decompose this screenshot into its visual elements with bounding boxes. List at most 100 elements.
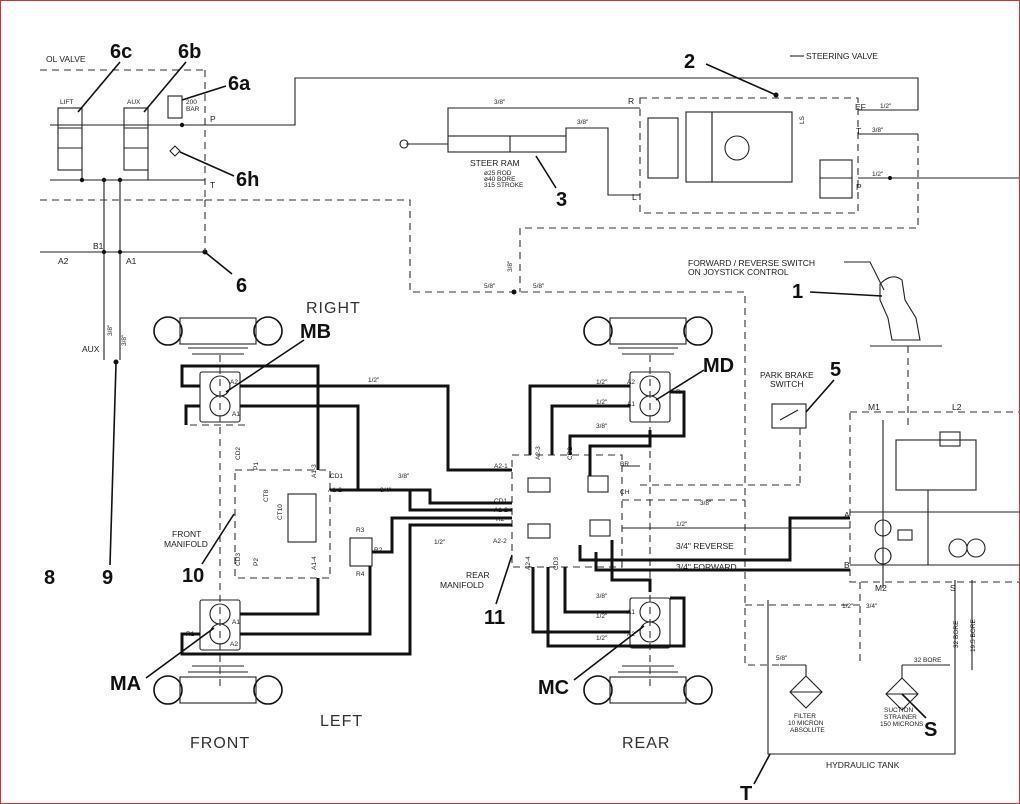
park-brake-switch: PARK BRAKE SWITCH — [760, 370, 814, 485]
pressure-lines — [180, 364, 850, 656]
steer-ram-label: STEER RAM — [470, 158, 520, 168]
steer-ram-stroke: 315 STROKE — [484, 182, 524, 189]
callout-3: 3 — [556, 189, 567, 211]
hydraulic-tank-label: HYDRAULIC TANK — [826, 760, 900, 770]
size-rm-out: 3/8" — [700, 500, 712, 507]
size-tank-34: 3/4" — [866, 603, 878, 610]
size-fm-half: 1/2" — [434, 539, 446, 546]
size-fm-38: 3/8" — [398, 473, 410, 480]
rm-port-a2-2: A2-2 — [493, 538, 507, 545]
ma-port-a1: A1 — [232, 619, 240, 626]
front-manifold-label: FRONT — [172, 529, 201, 539]
callout-6b: 6b — [178, 41, 201, 63]
port-EF: EF — [855, 102, 866, 112]
rm-port-a2-4: A2-4 — [525, 556, 532, 570]
mb-port-a2: A2 — [230, 379, 238, 386]
callout-T: T — [740, 783, 752, 804]
control-valve-label: OL VALVE — [46, 54, 86, 64]
port-A-pump: A — [844, 510, 850, 520]
park-brake-label: PARK BRAKE — [760, 370, 814, 380]
size-mc-low: 1/2" — [596, 635, 608, 642]
size-mc-38: 3/8" — [596, 593, 608, 600]
port-S-pump: S — [950, 583, 956, 593]
left-label: LEFT — [320, 713, 363, 730]
size-tank-half: 1/2" — [842, 603, 854, 610]
forward-label: 3/4" FORWARD — [676, 562, 737, 572]
callout-6h: 6h — [236, 169, 259, 191]
fr-switch-sublabel: ON JOYSTICK CONTROL — [688, 267, 789, 277]
relief-bar-value: 200 — [186, 99, 197, 106]
port-T-sv: T — [856, 126, 861, 136]
fm-port-a1-4: A1-4 — [311, 556, 318, 570]
front-manifold: CD2 CD1 CD3 P1 P2 A1-2 A1-3 A1-4 CT10 CT… — [164, 447, 383, 579]
lift-label: LIFT — [60, 99, 73, 106]
joystick: FORWARD / REVERSE SWITCH ON JOYSTICK CON… — [688, 258, 942, 430]
fm-port-r4: R4 — [356, 571, 365, 578]
steer-ram-rod: ø25 ROD — [484, 170, 512, 177]
strainer-label: SUCTION — [884, 707, 914, 714]
fm-port-ct8: CT8 — [263, 489, 270, 502]
size-md-mid: 1/2" — [596, 399, 608, 406]
callout-10: 10 — [182, 565, 204, 587]
filter-label: FILTER — [794, 713, 816, 720]
fm-port-cd1: CD1 — [330, 473, 343, 480]
fm-port-cd2: CD2 — [235, 447, 242, 460]
size-t: 3/8" — [872, 127, 884, 134]
size-md-38: 3/8" — [596, 423, 608, 430]
rear-manifold-label: REAR — [466, 570, 490, 580]
port-M1: M1 — [868, 402, 880, 412]
park-brake-sublabel: SWITCH — [770, 379, 804, 389]
callout-9: 9 — [102, 567, 113, 589]
right-label: RIGHT — [306, 300, 361, 317]
size-ef: 1/2" — [880, 103, 892, 110]
reverse-label: 3/4" REVERSE — [676, 541, 734, 551]
rm-port-a2-3: A2-3 — [535, 446, 542, 460]
fm-port-ct10: CT10 — [277, 504, 284, 520]
hydraulic-tank: HYDRAULIC TANK 1/2" 3/4" 32 BORE 19.5 BO… — [745, 580, 977, 770]
steering-valve-label: STEERING VALVE — [806, 51, 878, 61]
mb-port-a1: A1 — [232, 411, 240, 418]
size-md-top: 1/2" — [596, 379, 608, 386]
filter-absolute: ABSOLUTE — [790, 727, 825, 734]
size-bore19-v: 19.5 BORE — [970, 618, 977, 652]
fm-port-a1-3: A1-3 — [311, 464, 318, 478]
size-ret-a: 5/8" — [484, 283, 496, 290]
rm-port-cd3: CD3 — [553, 557, 560, 570]
port-R: R — [628, 96, 634, 106]
steer-ram: STEER RAM ø25 ROD ø40 BORE 315 STROKE 3/… — [399, 99, 640, 196]
rm-port-a2-1: A2-1 — [494, 463, 508, 470]
callout-11: 11 — [484, 607, 505, 629]
port-P-sv: P — [856, 182, 862, 192]
size-p: 1/2" — [872, 171, 884, 178]
fm-port-r3: R3 — [356, 527, 365, 534]
size-ram-l: 3/8" — [577, 119, 589, 126]
callout-6: 6 — [236, 275, 247, 297]
callout-MB: MB — [300, 321, 331, 343]
fm-port-p1: P1 — [253, 462, 260, 470]
control-valve-section: OL VALVE LIFT AUX 200 BAR P T — [40, 54, 216, 365]
port-B1: B1 — [93, 241, 104, 251]
callout-8-partial: 8 — [44, 567, 55, 589]
fm-port-cd3: CD3 — [235, 553, 242, 566]
size-aux-b: 3/8" — [121, 334, 128, 346]
callout-MD: MD — [703, 355, 734, 377]
filter: FILTER 10 MICRON ABSOLUTE 5/8" — [776, 655, 825, 734]
callout-MA: MA — [110, 673, 141, 695]
callout-5: 5 — [830, 359, 841, 381]
strainer-sublabel: STRAINER — [884, 714, 917, 721]
size-aux-a: 3/8" — [107, 324, 114, 336]
steer-ram-bore: ø40 BORE — [484, 176, 516, 183]
rm-port-br: BR — [620, 461, 629, 468]
port-L2: L2 — [952, 402, 962, 412]
front-manifold-sublabel: MANIFOLD — [164, 539, 208, 549]
steering-valve: STEERING VALVE R L EF T P LS 1/2" 3/8" 1… — [519, 51, 1020, 292]
port-LS: LS — [799, 115, 806, 124]
port-A2: A2 — [58, 256, 69, 266]
rear-label: REAR — [622, 735, 670, 752]
ma-port-a2: A2 — [230, 641, 238, 648]
port-L: L — [632, 192, 637, 202]
rm-port-ch: CH — [620, 489, 630, 496]
callout-S: S — [924, 719, 937, 741]
callout-1: 1 — [792, 281, 803, 303]
